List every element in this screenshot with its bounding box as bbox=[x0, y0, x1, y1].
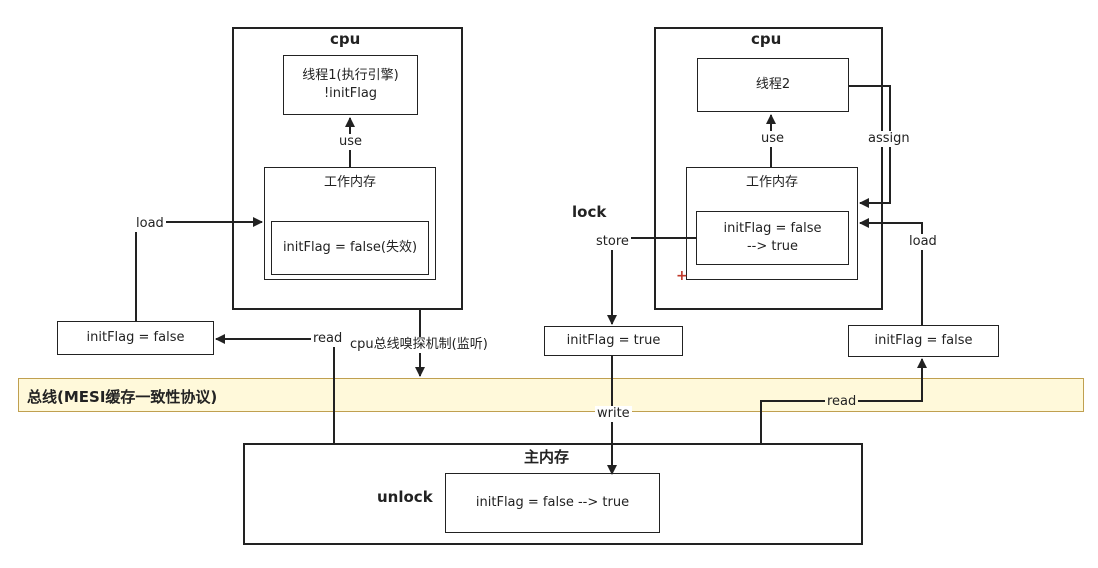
store-label: store bbox=[594, 234, 631, 250]
cpu2-value-line2: --> true bbox=[746, 239, 799, 254]
read-right-label: read bbox=[825, 394, 859, 410]
cpu1-title: cpu bbox=[330, 30, 361, 48]
use-left-label: use bbox=[337, 134, 365, 150]
cpu2-working-memory-value: initFlag = false --> true bbox=[696, 211, 849, 265]
cpu1-thread-name: 线程1(执行引擎) bbox=[302, 68, 399, 83]
load-right-label: load bbox=[907, 234, 939, 250]
cpu1-working-memory-value: initFlag = false(失效) bbox=[271, 221, 429, 275]
left-value-box: initFlag = false bbox=[57, 321, 214, 355]
unlock-label: unlock bbox=[377, 488, 433, 506]
load-left-arrow bbox=[135, 217, 263, 321]
read-left-label: read bbox=[311, 331, 345, 347]
store-arrow bbox=[607, 237, 696, 325]
read-left-arrow bbox=[215, 334, 335, 443]
right-value-box: initFlag = false bbox=[848, 325, 999, 357]
snoop-label: cpu总线嗅探机制(监听) bbox=[348, 337, 490, 353]
assign-label: assign bbox=[866, 131, 912, 147]
cpu2-title: cpu bbox=[751, 30, 782, 48]
load-right-arrow bbox=[859, 218, 923, 325]
cpu1-thread-flag: !initFlag bbox=[323, 86, 378, 101]
write-label: write bbox=[595, 406, 632, 422]
cpu2-working-memory-title: 工作内存 bbox=[745, 175, 798, 190]
cpu2-thread-box: 线程2 bbox=[697, 58, 849, 112]
lock-label: lock bbox=[572, 203, 607, 221]
load-left-label: load bbox=[134, 216, 166, 232]
cpu1-working-memory-title: 工作内存 bbox=[323, 175, 376, 190]
cursor-marker: + bbox=[676, 268, 688, 284]
cpu1-thread-box: 线程1(执行引擎) !initFlag bbox=[283, 55, 418, 115]
bus-label: 总线(MESI缓存一致性协议) bbox=[27, 388, 218, 406]
bus-band: 总线(MESI缓存一致性协议) bbox=[18, 378, 1084, 412]
use-right-label: use bbox=[759, 131, 787, 147]
middle-value-box: initFlag = true bbox=[544, 326, 683, 356]
main-memory-title: 主内存 bbox=[524, 448, 570, 466]
main-memory-value: initFlag = false --> true bbox=[445, 473, 660, 533]
cpu2-value-line1: initFlag = false bbox=[723, 221, 822, 236]
